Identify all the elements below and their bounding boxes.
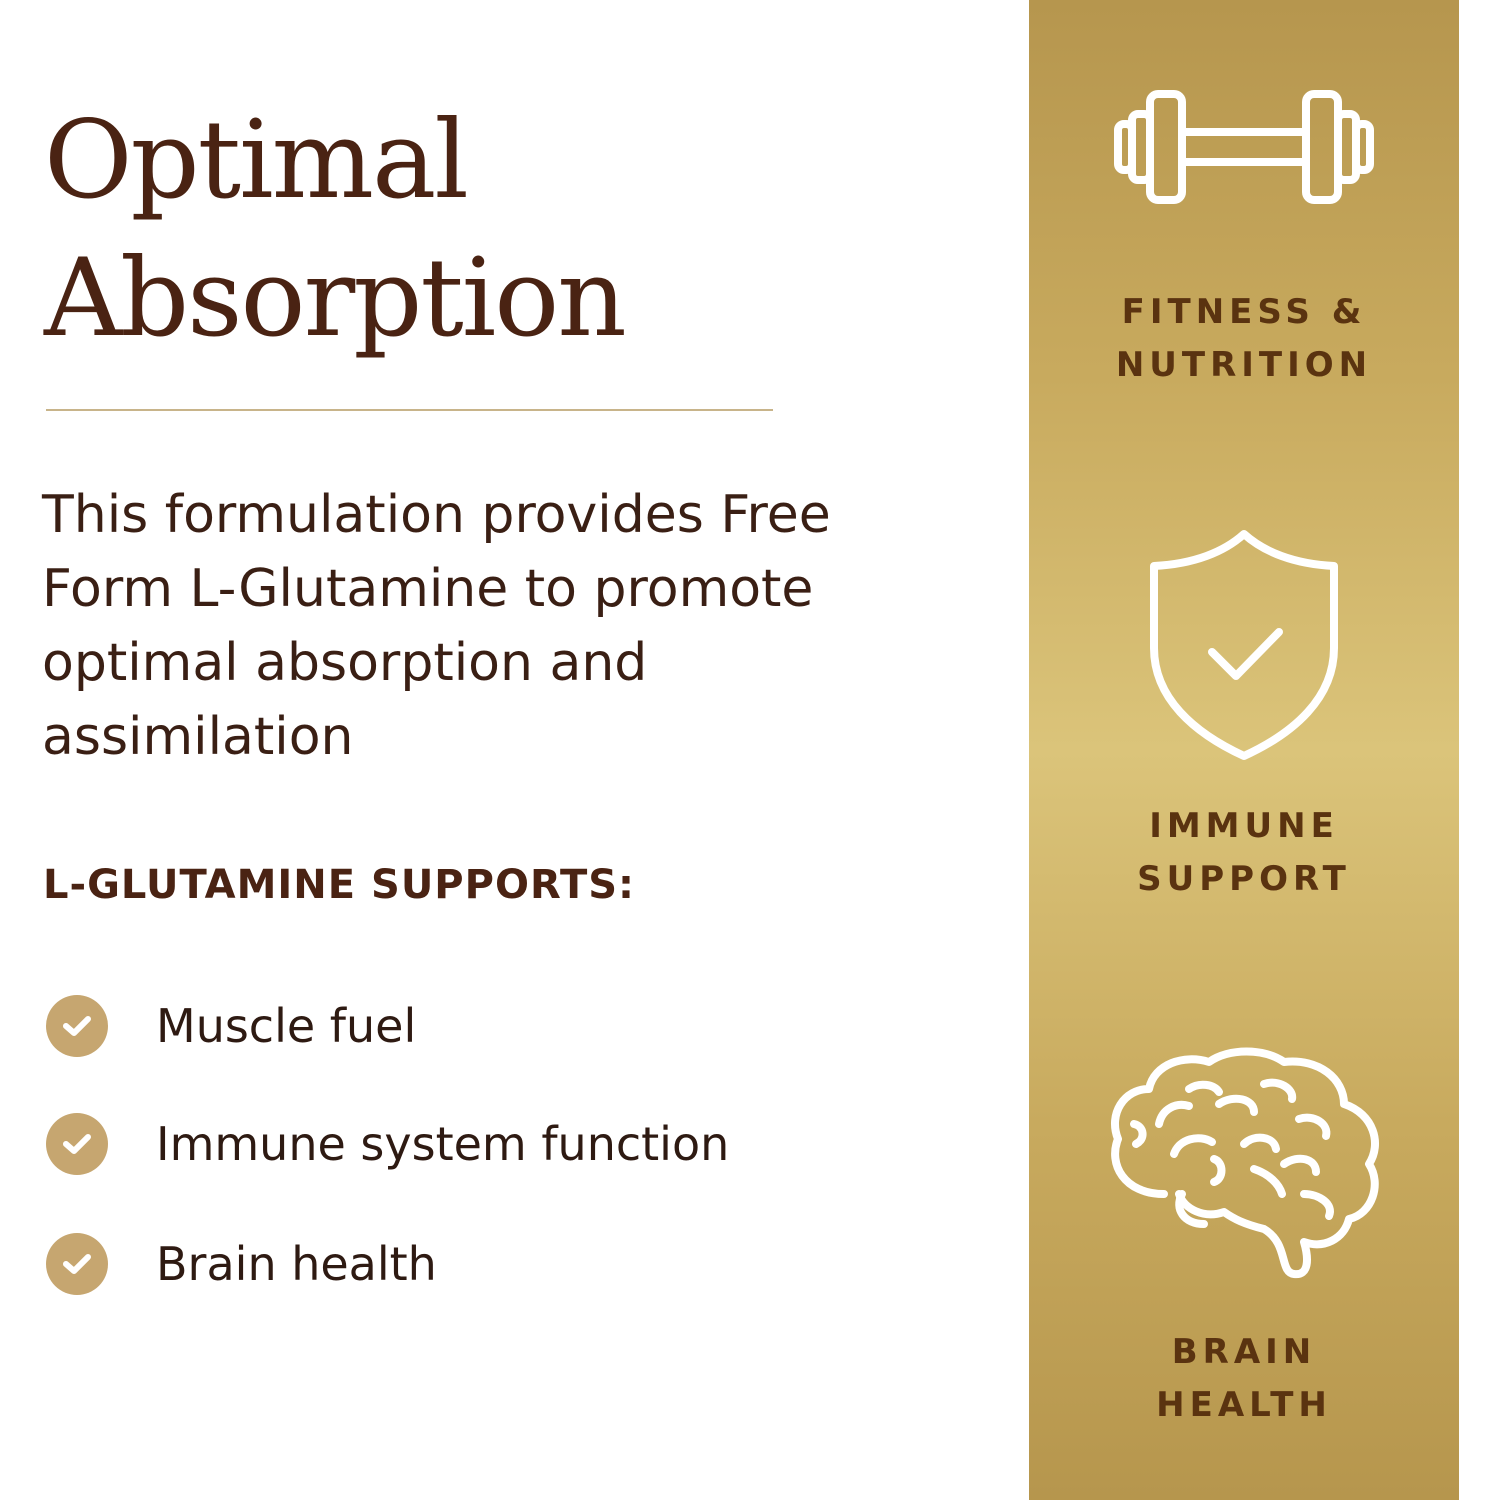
- feature-label-line-2: HEALTH: [1156, 1385, 1332, 1425]
- list-item: Muscle fuel: [46, 994, 946, 1058]
- description: This formulation provides Free Form L-Gl…: [42, 485, 831, 767]
- check-circle-icon: [46, 1233, 108, 1295]
- page-title: Optimal Absorption: [44, 92, 627, 368]
- feature-label-line-1: IMMUNE: [1149, 806, 1339, 846]
- feature-label-line-1: BRAIN: [1171, 1332, 1317, 1372]
- feature-immune: IMMUNE SUPPORT: [1029, 528, 1459, 906]
- brain-icon: [1110, 1047, 1379, 1279]
- content-panel: Optimal Absorption This formulation prov…: [42, 92, 946, 1296]
- supports-heading: L-GLUTAMINE SUPPORTS:: [43, 862, 636, 908]
- feature-label-line-2: SUPPORT: [1137, 859, 1351, 899]
- feature-label-line-1: FITNESS &: [1121, 292, 1367, 332]
- divider: [46, 409, 773, 411]
- feature-band: FITNESS & NUTRITION IMMUNE SUPPORT: [1029, 0, 1459, 1500]
- check-circle-icon: [46, 995, 108, 1057]
- feature-brain: BRAIN HEALTH: [1029, 1044, 1459, 1432]
- shield-check-icon: [1150, 530, 1338, 760]
- check-circle-icon: [46, 1113, 108, 1175]
- dumbbell-icon: [1114, 90, 1374, 204]
- list-item-label: Muscle fuel: [156, 999, 417, 1053]
- list-item-label: Brain health: [156, 1237, 437, 1291]
- list-item: Immune system function: [46, 1112, 946, 1176]
- list-item: Brain health: [46, 1232, 946, 1296]
- list-item-label: Immune system function: [156, 1117, 730, 1171]
- title-line-2: Absorption: [44, 236, 627, 361]
- title-line-1: Optimal: [44, 98, 469, 223]
- feature-label-line-2: NUTRITION: [1115, 345, 1373, 385]
- feature-fitness: FITNESS & NUTRITION: [1029, 88, 1459, 392]
